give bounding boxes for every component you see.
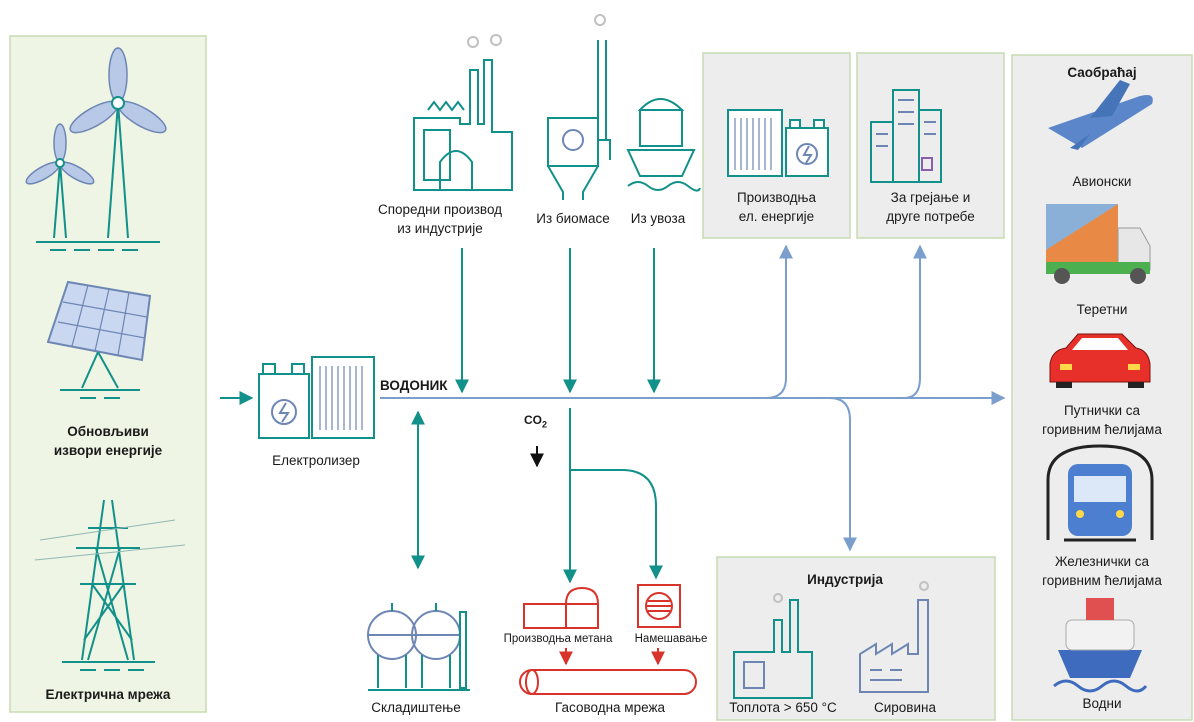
solar-panel-icon xyxy=(46,280,152,399)
biomass-label: Из биомасе xyxy=(536,211,610,226)
water-transport-label: Водни xyxy=(1082,696,1122,711)
co2-label: CO2 xyxy=(524,411,564,433)
industry-byproduct-icon xyxy=(413,34,513,191)
storage-tanks-icon xyxy=(367,603,470,691)
wind-turbine-icon xyxy=(25,47,167,251)
blending-label: Намешавање xyxy=(634,633,708,645)
power-generation-label-1: Производња xyxy=(736,190,817,205)
import-ship-icon xyxy=(626,98,701,192)
heating-label-2: друге потребе xyxy=(886,209,975,224)
methane-plant-icon xyxy=(523,586,599,629)
methane-label: Производња метана xyxy=(503,633,613,645)
freight-transport-label: Теретни xyxy=(1076,302,1128,317)
power-generation-icon xyxy=(727,109,829,177)
gas-pipeline-icon xyxy=(519,669,697,695)
hydrogen-label: ВОДОНИК xyxy=(380,378,448,393)
rail-transport-label-2: горивним ћелијама xyxy=(1042,573,1162,588)
truck-icon xyxy=(1046,204,1151,284)
rail-transport-label-1: Железнички са xyxy=(1054,554,1150,569)
high-temp-heat-icon xyxy=(733,593,813,699)
co2-subscript: 2 xyxy=(542,419,548,430)
car-icon xyxy=(1049,333,1151,388)
blending-icon xyxy=(637,584,681,628)
renewables-label-2: извори енергије xyxy=(53,443,163,458)
power-pylon-icon xyxy=(34,499,186,671)
car-transport-label-2: горивним ћелијама xyxy=(1042,422,1162,437)
transport-title: Саобраћај xyxy=(1067,65,1137,80)
renewables-panel xyxy=(9,35,207,713)
biomass-plant-icon xyxy=(547,14,611,200)
air-transport-label: Авионски xyxy=(1072,174,1132,189)
heat-label: Топлота > 650 °C xyxy=(729,700,837,715)
industry-title: Индустрија xyxy=(807,572,883,587)
buildings-icon xyxy=(870,89,942,183)
co2-main: CO xyxy=(524,413,542,427)
airplane-icon xyxy=(1048,80,1153,150)
to-heating-arrow xyxy=(903,244,927,399)
feedstock-factory-icon xyxy=(859,581,929,693)
electric-grid-label: Електрична мрежа xyxy=(45,687,171,702)
train-icon xyxy=(1046,444,1154,542)
to-blending-arrow xyxy=(570,469,663,580)
feedstock-label: Сировина xyxy=(874,700,936,715)
power-generation-label-2: ел. енергије xyxy=(738,209,815,224)
to-power-generation-arrow xyxy=(765,244,793,399)
industry-source-label-2: из индустрије xyxy=(397,221,483,236)
to-industry-arrow xyxy=(829,397,857,552)
gas-network-label: Гасоводна мрежа xyxy=(555,700,665,715)
import-label: Из увоза xyxy=(630,211,686,226)
electrolyzer-label: Електролизер xyxy=(272,453,360,468)
storage-label: Складиштење xyxy=(371,700,461,715)
renewables-label-1: Обновљиви xyxy=(67,424,149,439)
car-transport-label-1: Путнички са xyxy=(1063,403,1141,418)
electrolyzer-icon xyxy=(258,356,375,439)
ship-icon xyxy=(1053,598,1148,693)
heating-label-1: За грејање и xyxy=(890,190,971,205)
industry-panel xyxy=(716,556,996,721)
industry-source-label-1: Споредни производ xyxy=(377,202,503,217)
